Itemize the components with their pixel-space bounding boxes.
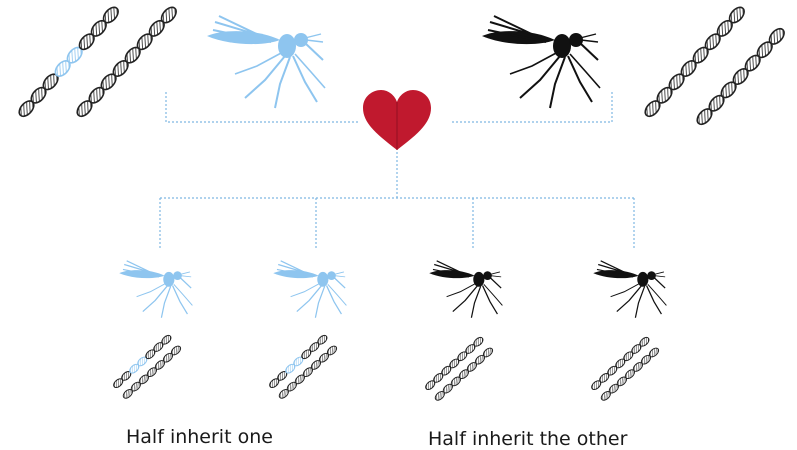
mosquito-icon	[273, 261, 346, 318]
heart-icon	[363, 90, 431, 150]
mosquito-icon	[207, 16, 325, 108]
dna-icon	[424, 336, 494, 402]
caption-half-inherit-one: Half inherit one	[126, 426, 273, 448]
dna-icon	[590, 336, 660, 402]
dna-icon	[112, 334, 182, 400]
dna-icon	[268, 334, 338, 400]
mosquito-icon	[429, 261, 502, 318]
dna-icon	[16, 5, 179, 119]
mosquito-icon	[119, 261, 192, 318]
mosquito-icon	[482, 16, 600, 108]
caption-half-inherit-other: Half inherit the other	[428, 428, 627, 450]
mosquito-icon	[593, 261, 666, 318]
dna-icon	[642, 5, 786, 127]
